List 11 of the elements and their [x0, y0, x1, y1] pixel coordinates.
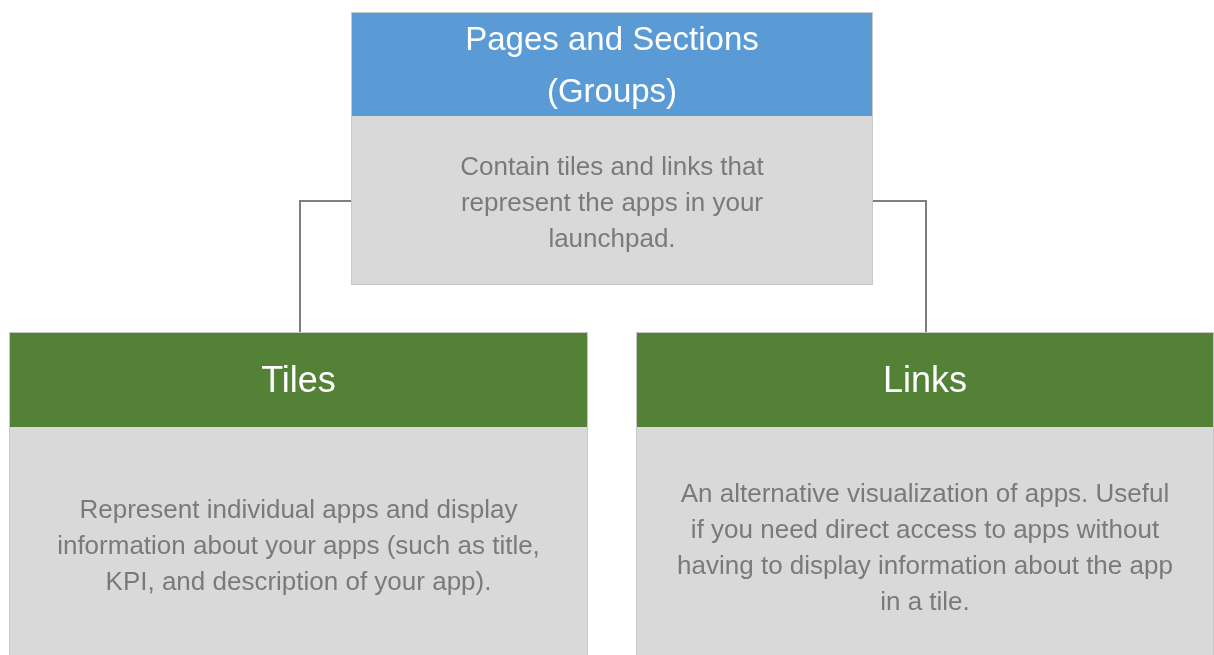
card-header: Tiles [10, 333, 587, 427]
card [9, 332, 588, 655]
card [636, 332, 1214, 655]
card [351, 12, 873, 285]
card-description: Contain tiles and links that represent the apps in your launchpad. [459, 150, 765, 255]
connector-line [299, 200, 352, 333]
card-description: An alternative visualization of apps. Useful if you need direct access to apps without having to display information about the app in a tile. [676, 477, 1174, 618]
connector-line [872, 200, 927, 333]
card-header: Links [637, 333, 1213, 427]
card-header: Pages and Sections (Groups) [352, 13, 872, 116]
card-description: Represent individual apps and display information about your apps (such as title, KPI, and description of your app). [56, 493, 541, 598]
